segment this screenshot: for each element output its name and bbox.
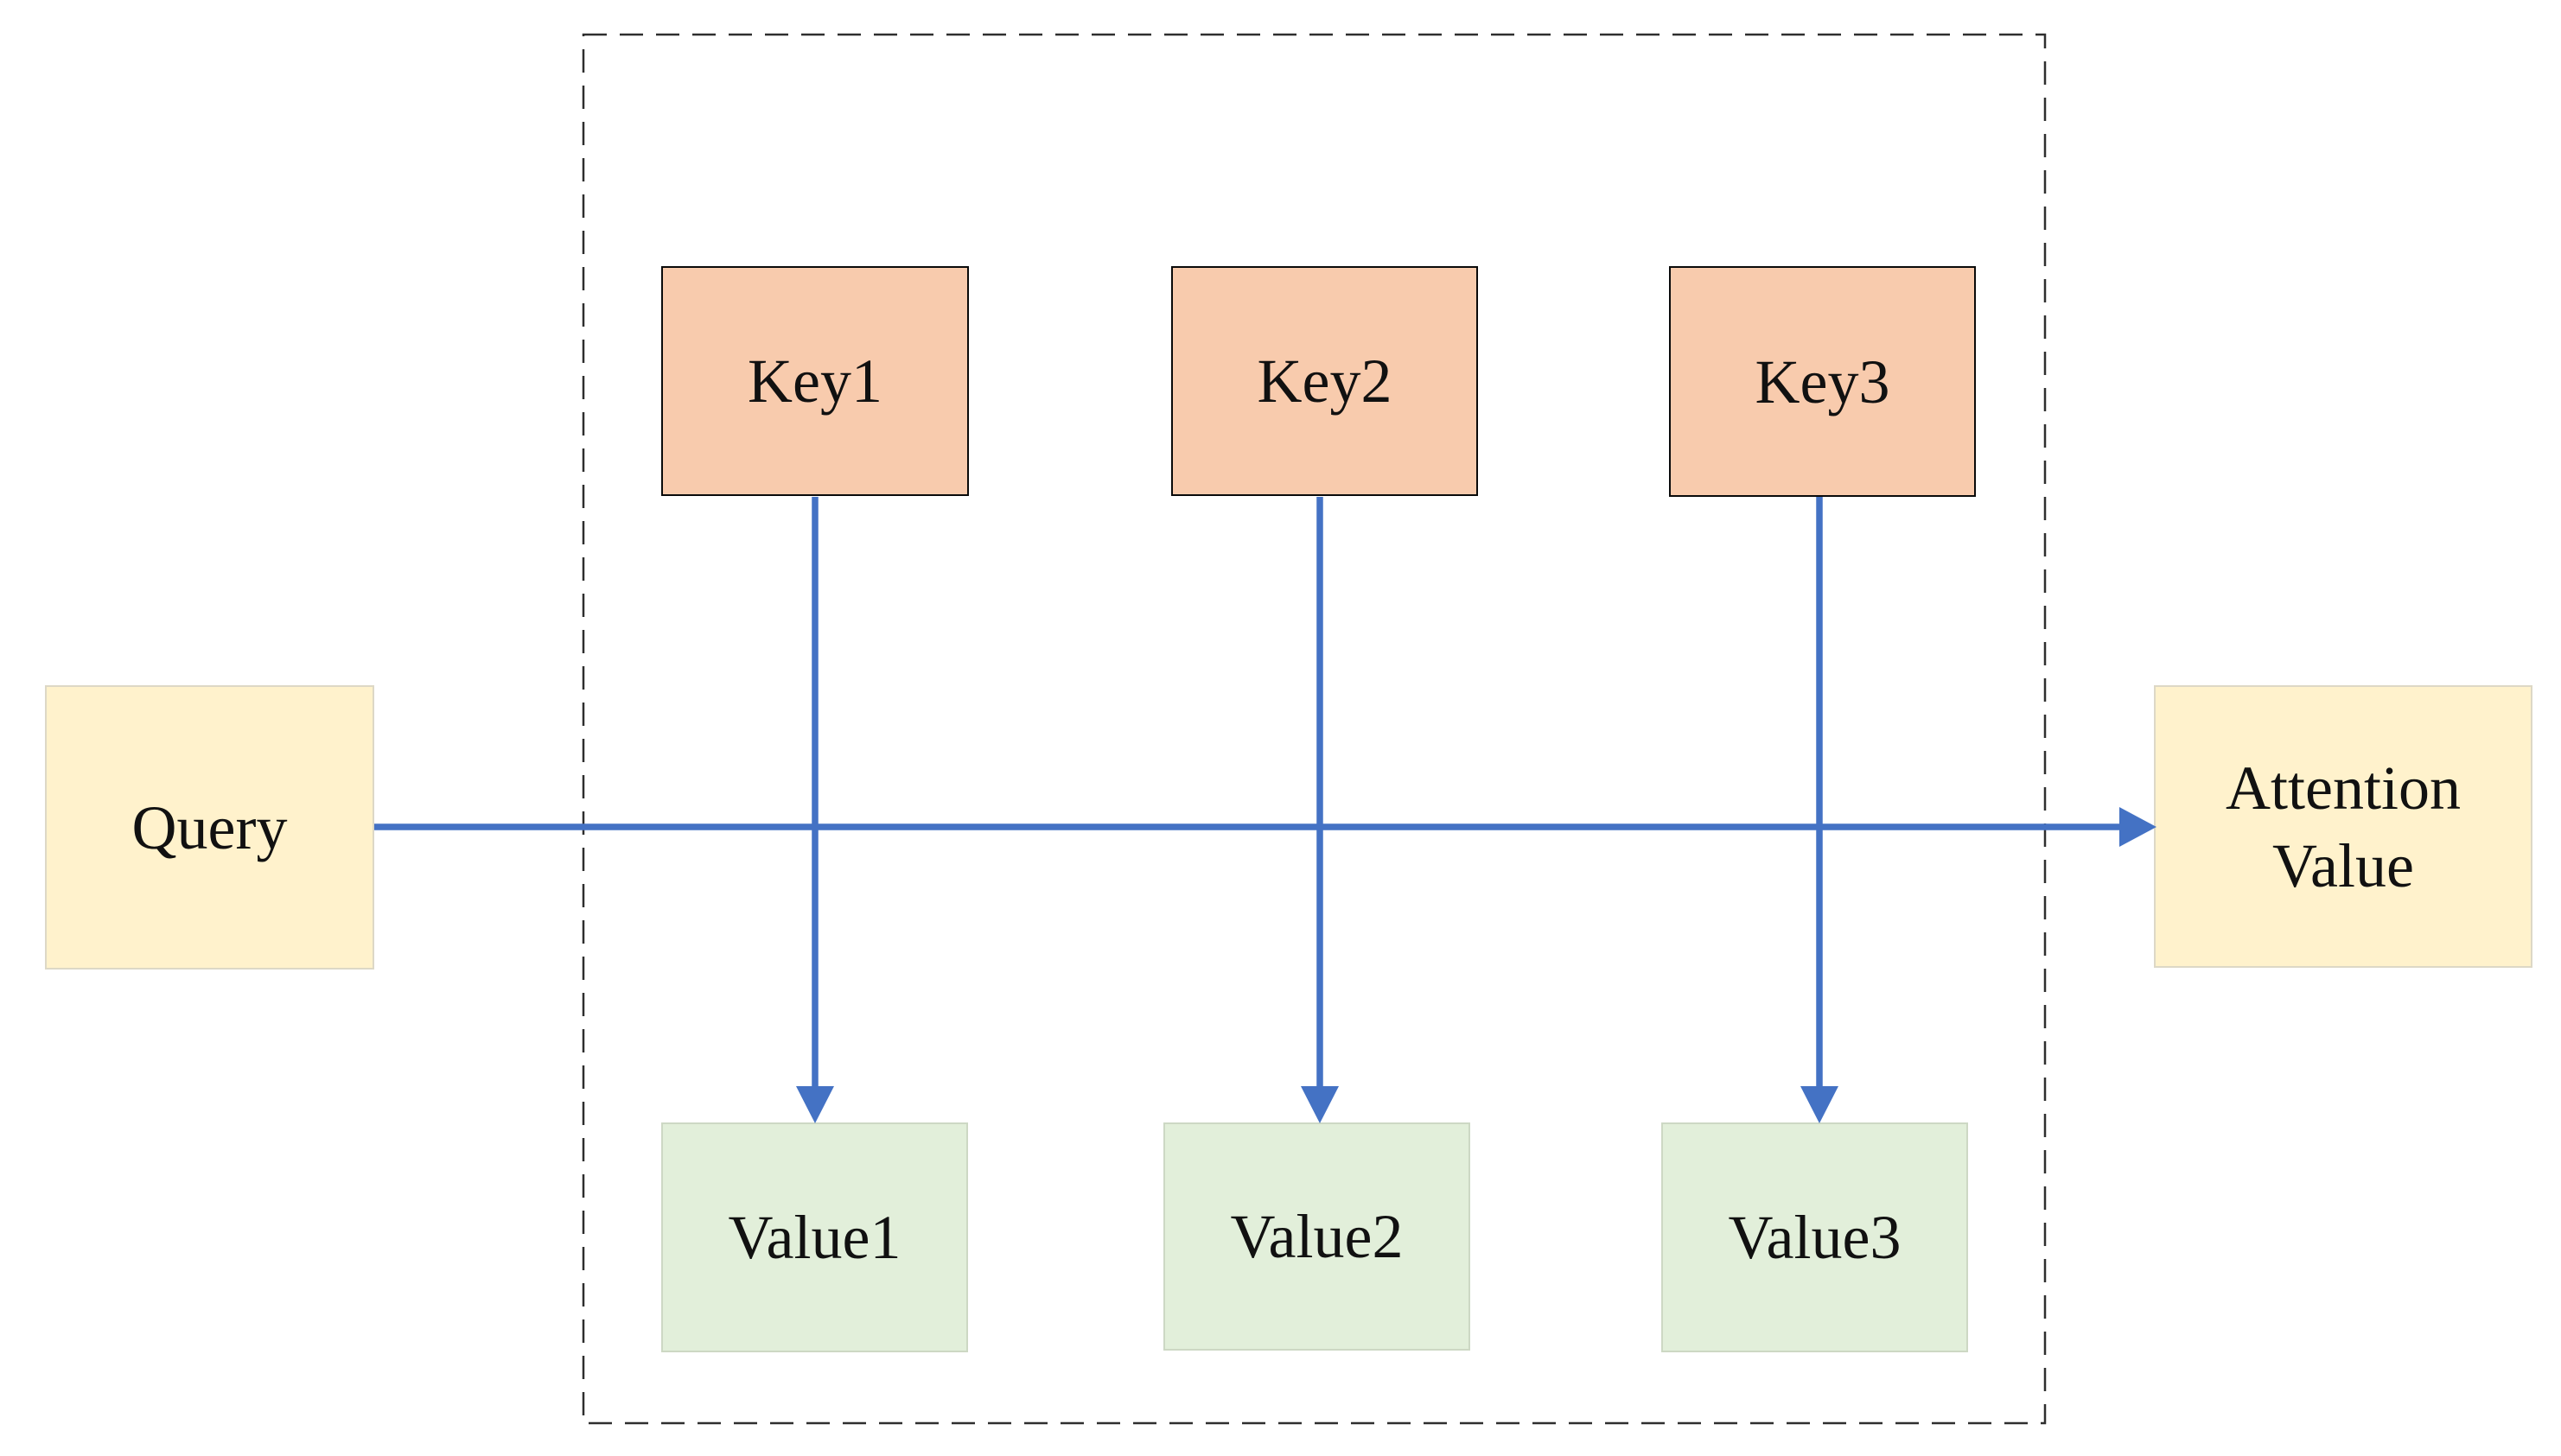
key2-to-value2-arrow-head [1301,1086,1339,1123]
attention-value-label: Attention Value [2226,753,2461,900]
key2-box: Key2 [1171,266,1478,496]
query-to-attention-arrow [374,807,2156,847]
query-to-attention-arrow-head [2119,807,2156,847]
key1-to-value1-arrow [796,497,834,1123]
key3-label: Key3 [1755,347,1890,416]
value1-box: Value1 [661,1122,968,1352]
key3-to-value3-arrow-head [1800,1086,1838,1123]
key1-to-value1-arrow-head [796,1086,834,1123]
key3-to-value3-arrow [1800,497,1838,1123]
value2-box: Value2 [1163,1122,1470,1351]
key2-to-value2-arrow [1301,497,1339,1123]
attention-value-box: Attention Value [2154,685,2532,968]
key3-box: Key3 [1669,266,1976,497]
query-label: Query [131,792,288,862]
key1-box: Key1 [661,266,969,496]
key1-label: Key1 [748,347,882,416]
value1-label: Value1 [728,1203,901,1272]
value3-box: Value3 [1661,1122,1968,1352]
key2-label: Key2 [1257,347,1392,416]
query-box: Query [45,685,374,970]
value2-label: Value2 [1230,1202,1404,1271]
value3-label: Value3 [1728,1203,1902,1272]
